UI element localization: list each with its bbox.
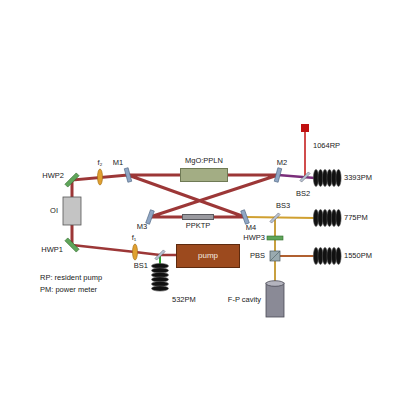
legend-note: RP: resident pump <box>40 274 102 283</box>
component-label: 775PM <box>344 214 368 223</box>
node-label: PPKTP <box>186 222 211 231</box>
component-label: 532PM <box>172 296 196 305</box>
component-label: OI <box>50 207 58 216</box>
component-label: BS1 <box>134 262 148 271</box>
laser-source <box>301 124 309 132</box>
nonlinear-crystal: PPKTP <box>182 214 214 220</box>
mirror <box>274 168 281 183</box>
component-label: M1 <box>113 159 123 168</box>
component-label: HWP3 <box>243 234 265 243</box>
nonlinear-crystal: MgO:PPLN <box>180 168 228 182</box>
resonant-beam <box>72 175 278 245</box>
component-label: f₂ <box>98 159 103 168</box>
sum-frequency-beam <box>245 217 315 218</box>
power-meter <box>336 210 341 227</box>
waveplate-mirror <box>65 173 79 187</box>
idler-beam <box>278 175 315 178</box>
mirror <box>124 168 131 183</box>
lens <box>133 244 138 260</box>
polarizing-beam-splitter <box>270 251 280 261</box>
lens <box>98 169 103 185</box>
component-label: BS3 <box>276 202 290 211</box>
optical-isolator <box>63 197 81 225</box>
component-label: BS2 <box>296 190 310 199</box>
component-label: PBS <box>250 252 265 261</box>
component-label: HWP2 <box>42 172 64 181</box>
fabry-perot-cavity: F-P cavity <box>265 280 285 320</box>
component-label: 1550PM <box>344 252 372 261</box>
cavity-outline <box>265 280 285 320</box>
cavity-top <box>266 281 284 287</box>
beam-splitter <box>270 213 280 223</box>
node-label: F-P cavity <box>228 296 261 305</box>
component-label: M4 <box>246 224 256 233</box>
power-meter <box>152 286 169 291</box>
polarizing-beam-splitter <box>270 251 280 261</box>
half-wave-plate <box>267 236 283 240</box>
component-label: HWP1 <box>41 246 63 255</box>
cavity-body <box>266 283 284 317</box>
legend-note: PM: power meter <box>40 286 97 295</box>
signal-beam <box>275 255 315 257</box>
component-label: 3393PM <box>344 174 372 183</box>
power-meter <box>336 170 341 187</box>
beam-splitter <box>155 250 165 260</box>
component-label: M2 <box>277 159 287 168</box>
pump-laser: pump <box>176 244 240 268</box>
component-label: f₁ <box>132 234 137 243</box>
node-text: pump <box>198 251 218 260</box>
component-label: M3 <box>137 223 147 232</box>
reference-beam <box>304 132 306 177</box>
waveplate-mirror <box>65 238 79 252</box>
component-label: 1064RP <box>313 142 340 151</box>
beam-splitter <box>300 172 310 182</box>
power-meter <box>336 248 341 265</box>
signal-beam <box>274 218 276 281</box>
mirror <box>241 210 250 225</box>
node-label: MgO:PPLN <box>185 157 223 166</box>
